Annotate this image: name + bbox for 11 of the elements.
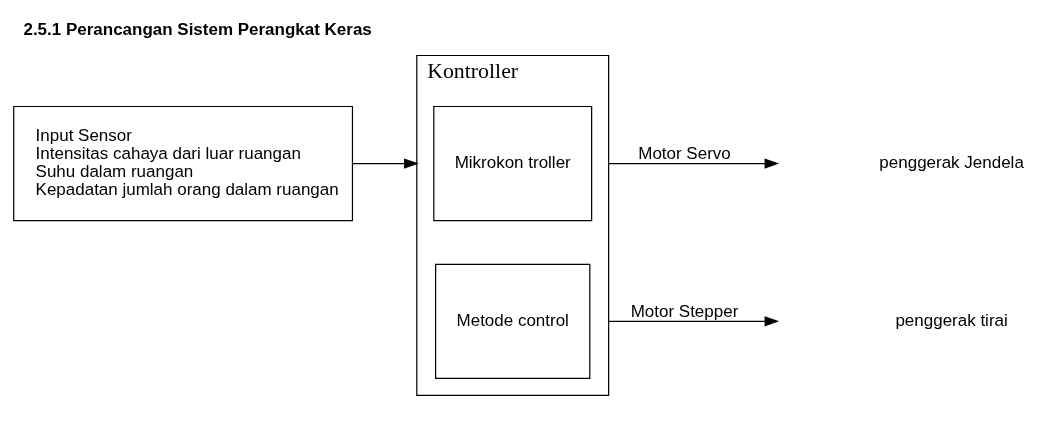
label: penggerak tirai — [895, 310, 1008, 330]
arrow — [608, 315, 780, 326]
arrow — [608, 157, 780, 169]
arrow — [352, 157, 419, 169]
edge-label: Motor Stepper — [630, 301, 739, 321]
node-box: Mikrokon troller — [433, 105, 593, 221]
node-box: Input Sensor Intensitas cahaya dari luar ruangan Suhu dalam ruangan Kepadatan jumlah orang dalam ruangan — [13, 105, 354, 221]
node-box: Metode control — [435, 263, 591, 379]
diagram-title: 2.5.1 Perancangan Sistem Perangkat Keras — [23, 19, 372, 39]
label: penggerak Jendela — [879, 152, 1024, 172]
edge-label: Motor Servo — [638, 143, 731, 163]
